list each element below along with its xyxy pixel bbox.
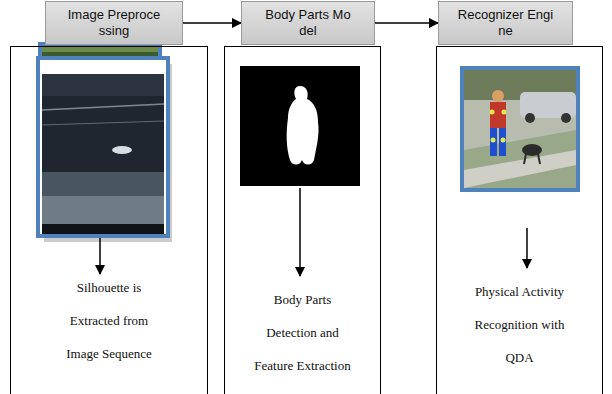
- stage-description: Silhouette is Extracted from Image Seque…: [56, 271, 162, 370]
- recognition-image: [462, 68, 578, 190]
- flow-arrow: [99, 238, 101, 274]
- stage-header: Image Preproce ssing: [45, 1, 183, 45]
- flow-arrow: [375, 22, 438, 24]
- stage-panel: Silhouette is Extracted from Image Seque…: [10, 46, 208, 394]
- stage-title: Image Preproce ssing: [63, 7, 165, 39]
- silhouette-image: [240, 66, 360, 186]
- stage-panel: Physical Activity Recognition with QDA: [436, 46, 603, 394]
- stage-panel: Body Parts Detection and Feature Extract…: [224, 46, 381, 394]
- stage-title: Body Parts Mo del: [257, 7, 359, 39]
- stage-description: Physical Activity Recognition with QDA: [467, 275, 573, 374]
- stage-header: Body Parts Mo del: [241, 1, 375, 45]
- stage-title: Recognizer Engi ne: [455, 7, 557, 39]
- flow-arrow: [183, 22, 241, 24]
- flow-arrow: [526, 228, 528, 268]
- stage-description: Body Parts Detection and Feature Extract…: [250, 283, 356, 382]
- image-sequence: [38, 44, 172, 242]
- flow-arrow: [299, 188, 301, 276]
- stage-header: Recognizer Engi ne: [438, 1, 573, 45]
